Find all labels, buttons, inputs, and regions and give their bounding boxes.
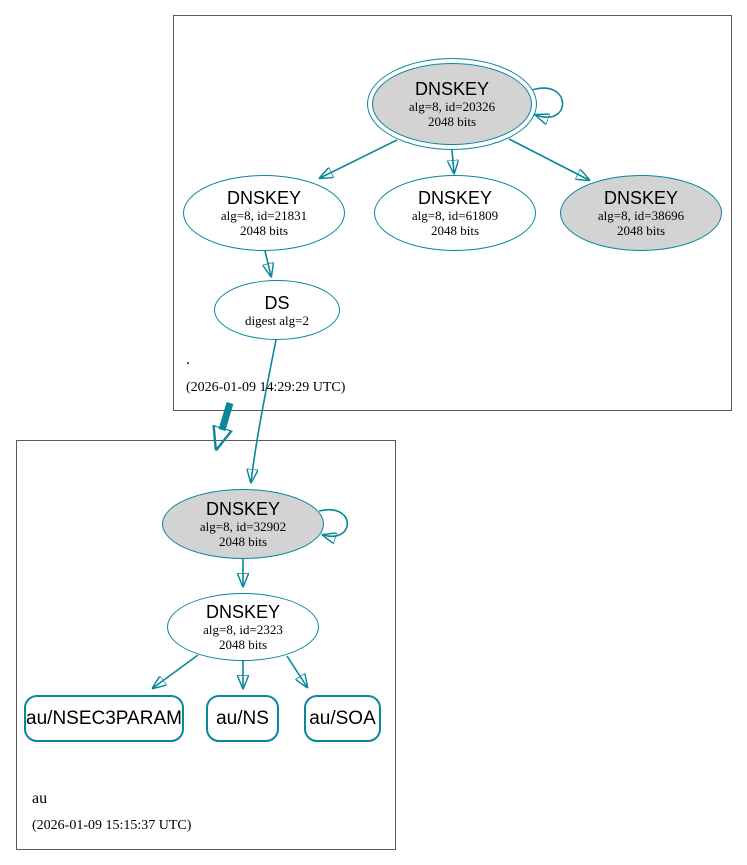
node-meta: alg=8, id=2323: [203, 622, 283, 637]
node-meta: alg=8, id=61809: [411, 208, 499, 223]
dnskey-20326-inner-ring: DNSKEY alg=8, id=20326 2048 bits: [372, 63, 532, 145]
node-title: DNSKEY: [205, 602, 280, 622]
node-meta: alg=8, id=20326: [408, 99, 496, 114]
zone-box-root: [173, 15, 732, 411]
node-meta: digest alg=2: [244, 312, 310, 328]
dnskey-61809-node[interactable]: DNSKEY alg=8, id=61809 2048 bits: [374, 175, 536, 251]
dnskey-32902-node[interactable]: DNSKEY alg=8, id=32902 2048 bits: [162, 489, 324, 559]
node-bits: 2048 bits: [616, 223, 666, 238]
node-bits: 2048 bits: [427, 114, 477, 129]
rrset-au-nsec3param-node[interactable]: au/NSEC3PARAM: [24, 695, 184, 742]
zone-timestamp-au: (2026-01-09 15:15:37 UTC): [32, 818, 192, 833]
dnskey-21831-node[interactable]: DNSKEY alg=8, id=21831 2048 bits: [183, 175, 345, 251]
rrset-label: au/NS: [216, 707, 269, 729]
node-title: DS: [264, 292, 290, 313]
node-title: DNSKEY: [417, 188, 492, 208]
rrset-label: au/SOA: [309, 707, 376, 729]
dnskey-38696-node[interactable]: DNSKEY alg=8, id=38696 2048 bits: [560, 175, 722, 251]
rrset-au-soa-node[interactable]: au/SOA: [304, 695, 381, 742]
node-title: DNSKEY: [603, 188, 678, 208]
zone-label-root: .: [186, 351, 190, 368]
zone-box-au: [16, 440, 396, 850]
ds-node[interactable]: DS digest alg=2: [214, 280, 340, 340]
zone-timestamp-root: (2026-01-09 14:29:29 UTC): [186, 380, 346, 395]
rrset-label: au/NSEC3PARAM: [26, 707, 182, 729]
dnskey-20326-node[interactable]: DNSKEY alg=8, id=20326 2048 bits: [367, 58, 537, 150]
rrset-au-ns-node[interactable]: au/NS: [206, 695, 279, 742]
node-bits: 2048 bits: [218, 637, 268, 652]
node-meta: alg=8, id=32902: [199, 519, 287, 534]
node-bits: 2048 bits: [239, 223, 289, 238]
node-meta: alg=8, id=38696: [597, 208, 685, 223]
node-bits: 2048 bits: [430, 223, 480, 238]
node-title: DNSKEY: [226, 188, 301, 208]
node-bits: 2048 bits: [218, 534, 268, 549]
node-title: DNSKEY: [205, 499, 280, 519]
dnskey-2323-node[interactable]: DNSKEY alg=8, id=2323 2048 bits: [167, 593, 319, 661]
node-meta: alg=8, id=21831: [220, 208, 308, 223]
node-title: DNSKEY: [414, 79, 489, 99]
zone-label-au: au: [32, 790, 48, 807]
